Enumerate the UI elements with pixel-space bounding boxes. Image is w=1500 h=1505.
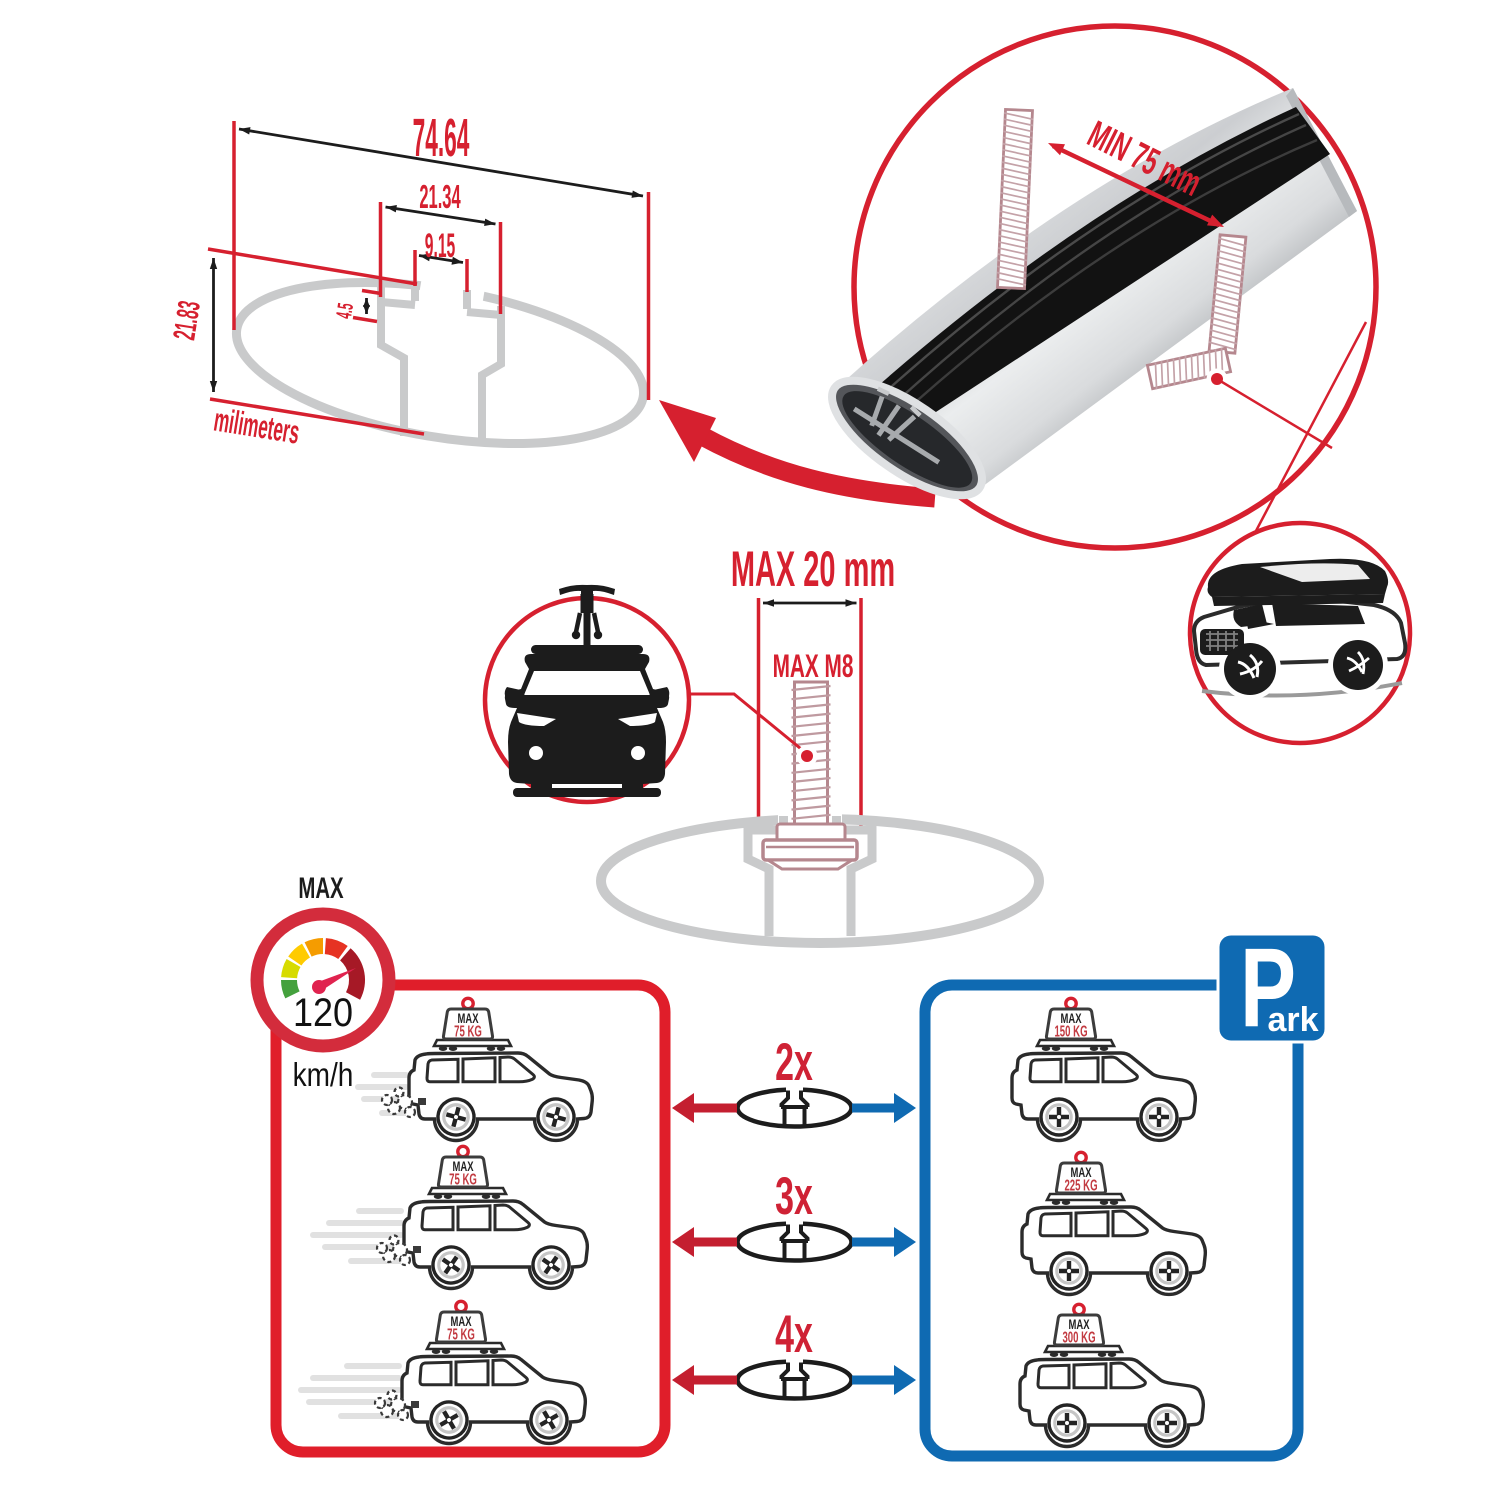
svg-text:75 KG: 75 KG bbox=[454, 1022, 482, 1040]
svg-text:ark: ark bbox=[1267, 1001, 1318, 1039]
svg-text:74.64: 74.64 bbox=[413, 108, 470, 168]
svg-text:300 KG: 300 KG bbox=[1062, 1328, 1095, 1346]
svg-text:4x: 4x bbox=[775, 1306, 813, 1364]
svg-text:75 KG: 75 KG bbox=[449, 1170, 477, 1188]
svg-text:MAX: MAX bbox=[298, 872, 343, 905]
svg-text:120: 120 bbox=[293, 991, 353, 1035]
svg-text:9.15: 9.15 bbox=[425, 226, 455, 265]
svg-text:MAX: MAX bbox=[1061, 1011, 1082, 1026]
svg-text:4.5: 4.5 bbox=[331, 301, 358, 320]
svg-text:MAX: MAX bbox=[1071, 1165, 1092, 1180]
svg-text:MAX: MAX bbox=[458, 1011, 479, 1026]
svg-text:km/h: km/h bbox=[293, 1057, 354, 1094]
svg-text:MAX M8: MAX M8 bbox=[773, 649, 854, 685]
svg-text:150 KG: 150 KG bbox=[1054, 1022, 1087, 1040]
svg-text:MAX: MAX bbox=[1069, 1317, 1090, 1332]
svg-text:MAX: MAX bbox=[451, 1314, 472, 1329]
svg-text:21.83: 21.83 bbox=[168, 299, 208, 343]
svg-text:21.34: 21.34 bbox=[419, 178, 461, 216]
svg-text:MAX 20 mm: MAX 20 mm bbox=[731, 541, 895, 597]
svg-text:P: P bbox=[1240, 924, 1296, 1050]
svg-text:225 KG: 225 KG bbox=[1064, 1176, 1097, 1194]
svg-text:3x: 3x bbox=[775, 1168, 813, 1226]
svg-text:75 KG: 75 KG bbox=[447, 1325, 475, 1343]
svg-text:2x: 2x bbox=[775, 1034, 813, 1092]
svg-text:MAX: MAX bbox=[453, 1159, 474, 1174]
